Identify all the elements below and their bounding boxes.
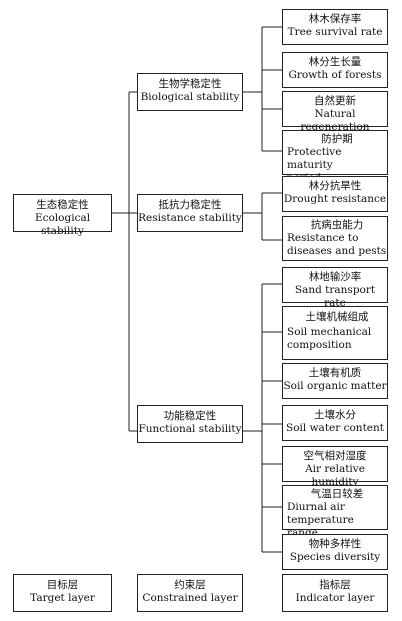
- indicator-label-zh: 物种多样性: [308, 538, 362, 550]
- indicator-label-zh: 土壤水分: [314, 409, 356, 421]
- indicator-label-en: Diurnal air temperature range: [287, 501, 354, 539]
- target-label-zh: 生态稳定性: [36, 199, 89, 211]
- layer-label-zh: 目标层: [46, 579, 79, 591]
- indicator-label-en: Soil water content: [286, 422, 384, 434]
- indicator-box: 土壤有机质 Soil organic matter: [282, 363, 388, 399]
- indicator-label-zh: 林木保存率: [308, 13, 362, 25]
- indicator-label-zh: 林分抗旱性: [308, 180, 362, 192]
- indicator-label-en: Drought resistance: [283, 193, 387, 205]
- indicator-label-en: Species diversity: [289, 551, 381, 563]
- indicator-label-zh: 土壤机械组成: [305, 311, 369, 323]
- constraint-label-zh: 抵抗力稳定性: [158, 199, 222, 211]
- layer-label-en: Constrained layer: [142, 592, 238, 604]
- indicator-label-zh: 空气相对湿度: [303, 450, 367, 462]
- target-box: 生态稳定性 Ecological stability: [13, 194, 112, 237]
- indicator-box: 林分生长量 Growth of forests: [282, 52, 388, 88]
- indicator-box: 空气相对湿度 Air relative humidity: [282, 446, 388, 488]
- constraint-box-biological: 生物学稳定性 Biological stability: [137, 73, 243, 111]
- layer-label-en: Indicator layer: [295, 592, 375, 604]
- indicator-label-zh: 防护期: [321, 133, 353, 145]
- constraint-box-functional: 功能稳定性 Functional stability: [137, 405, 243, 443]
- indicator-box: 气温日较差 Diurnal air temperature range: [282, 485, 388, 539]
- indicator-label-en: Soil mechanical composition: [287, 326, 372, 351]
- constraint-label-zh: 生物学稳定性: [158, 78, 222, 90]
- constraint-label-en: Biological stability: [140, 91, 240, 103]
- layer-box-indicator: 指标层 Indicator layer: [282, 574, 388, 612]
- indicator-label-zh: 抗病虫能力: [310, 219, 364, 231]
- layer-box-target: 目标层 Target layer: [13, 574, 112, 612]
- indicator-label-zh: 林分生长量: [308, 56, 362, 68]
- indicator-label-zh: 土壤有机质: [308, 367, 362, 379]
- indicator-box: 防护期 Protective maturity period: [282, 130, 388, 184]
- layer-box-constrained: 约束层 Constrained layer: [137, 574, 243, 612]
- indicator-label-zh: 气温日较差: [310, 488, 364, 500]
- indicator-label-en: Resistance to diseases and pests: [287, 232, 387, 257]
- indicator-box: 林分抗旱性 Drought resistance: [282, 176, 388, 212]
- target-label-en: Ecological stability: [34, 212, 91, 237]
- indicator-label-en: Tree survival rate: [287, 26, 383, 38]
- indicator-box: 林地输沙率 Sand transport rate: [282, 267, 388, 309]
- indicator-box: 土壤机械组成 Soil mechanical composition: [282, 306, 388, 360]
- layer-label-zh: 指标层: [319, 579, 351, 591]
- constraint-label-zh: 功能稳定性: [163, 410, 217, 422]
- layer-label-zh: 约束层: [174, 579, 206, 591]
- constraint-label-en: Functional stability: [138, 423, 242, 435]
- indicator-box: 物种多样性 Species diversity: [282, 534, 388, 570]
- indicator-label-en: Soil organic matter: [283, 380, 387, 392]
- layer-label-en: Target layer: [30, 592, 95, 604]
- indicator-box: 抗病虫能力 Resistance to diseases and pests: [282, 216, 388, 261]
- indicator-label-en: Growth of forests: [288, 69, 382, 81]
- constraint-box-resistance: 抵抗力稳定性 Resistance stability: [137, 194, 243, 232]
- indicator-label-zh: 自然更新: [314, 95, 356, 107]
- indicator-box: 林木保存率 Tree survival rate: [282, 9, 388, 45]
- constraint-label-en: Resistance stability: [138, 212, 242, 224]
- indicator-box: 自然更新 Natural regeneration: [282, 91, 388, 133]
- indicator-box: 土壤水分 Soil water content: [282, 405, 388, 441]
- indicator-label-zh: 林地输沙率: [308, 271, 362, 283]
